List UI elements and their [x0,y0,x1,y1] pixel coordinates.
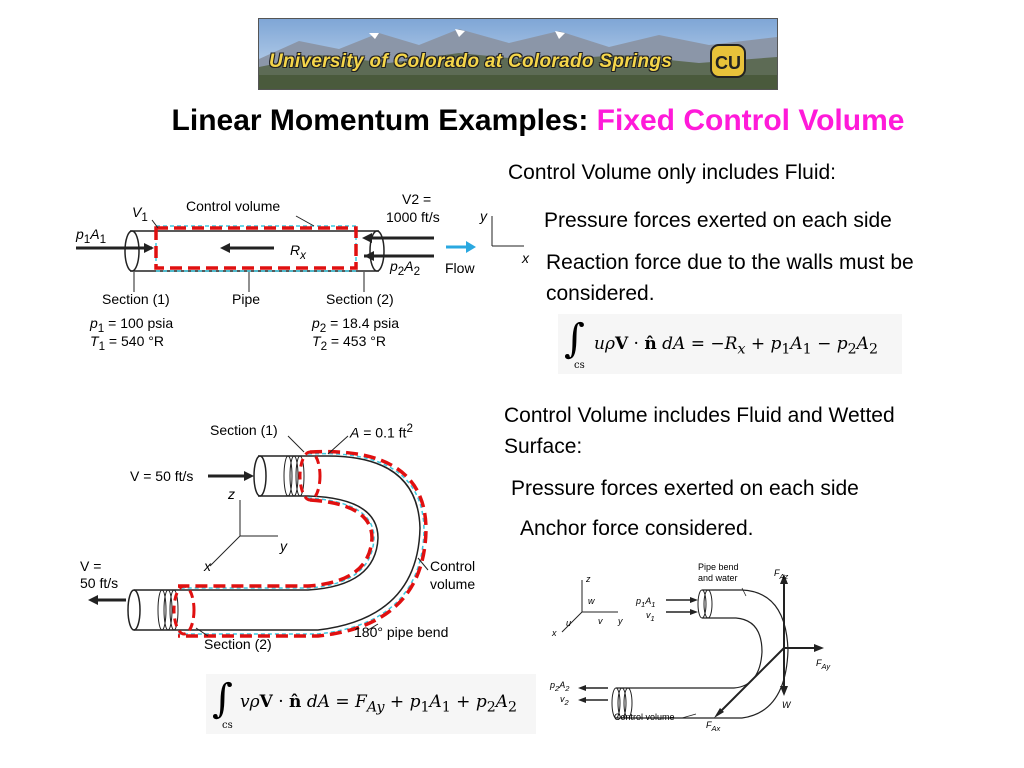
title-accent: Fixed Control Volume [596,104,905,137]
label-p2a2: p2A2 [550,680,570,693]
equation-1: ∫ cs uρV · n̂ dA = −Rx + p1A1 − p2A2 [558,314,902,374]
label-axis-y: y [618,616,623,626]
diagram-pipe-bend: Section (1) A = 0.1 ft2 V = 50 ft/s V = … [78,418,488,658]
label-control-volume: Control volume [186,198,281,214]
integral-symbol: ∫ [212,676,233,722]
label-axis-z: z [586,574,591,584]
section2-heading-line1: Control Volume includes Fluid and Wetted [504,404,895,427]
title-main: Linear Momentum Examples: [171,104,589,137]
university-banner: University of Colorado at Colorado Sprin… [258,18,778,90]
banner-title: University of Colorado at Colorado Sprin… [269,51,673,72]
label-control-volume: Control volume [614,712,675,722]
label-v2-line2: 1000 ft/s [386,209,440,225]
label-section-1: Section (1) [210,422,278,438]
section1-bullet-1: Pressure forces exerted on each side [544,209,892,232]
label-fay: FAy [816,658,831,671]
section2-bullet-1: Pressure forces exerted on each side [511,477,859,500]
label-t2: T2 = 453 °R [312,333,386,353]
label-axis-y: y [280,538,287,554]
equation-2: ∫ cs vρV · n̂ dA = FAy + p1A1 + p2A2 [206,674,536,734]
section2-heading-line2: Surface: [504,435,583,458]
label-v1: v1 [646,610,655,623]
slide-title: Linear Momentum Examples: Fixed Control … [0,104,1024,138]
cu-logo-icon: CU [710,44,746,78]
label-p2a2: p2A2 [390,258,421,278]
diagram-straight-pipe: V1 p1A1 Control volume V2 = 1000 ft/s Rx… [74,186,534,356]
label-w: W [782,700,791,710]
section1-bullet-3: considered. [546,282,655,305]
label-axis-x: x [522,250,529,266]
integral-symbol: ∫ [564,316,585,362]
mountain-landscape-image [259,19,777,89]
free-body-drawing [561,574,824,719]
label-axis-x: x [552,628,557,638]
label-v1: V1 [132,204,148,224]
label-section-2: Section (2) [204,636,272,652]
label-v-in: V = 50 ft/s [130,468,194,484]
section1-heading: Control Volume only includes Fluid: [508,161,837,184]
label-control-line2: volume [430,576,476,592]
label-axis-v: v [598,616,603,626]
label-pipe-bend-line2: and water [698,573,738,583]
label-pipe: Pipe [232,291,261,307]
label-pipe-bend-line1: Pipe bend [698,562,739,572]
label-axis-u: u [566,618,572,628]
label-rx: Rx [290,242,306,262]
label-area: A = 0.1 ft2 [350,422,413,441]
section2-bullet-2: Anchor force considered. [520,517,754,540]
label-axis-w: w [588,596,595,606]
label-v-out-line1: V = [80,558,102,574]
label-axis-z: z [228,486,235,502]
label-v2: v2 [560,694,569,707]
label-faz: FAz [774,568,789,581]
label-v-out-line2: 50 ft/s [80,575,119,591]
label-p1a1: p1A1 [636,596,656,609]
straight-pipe-drawing [76,215,524,292]
equation-2-text: vρV · n̂ dA = FAy + p1A1 + p2A2 [240,692,518,716]
label-fax: FAx [706,720,721,733]
integral-subscript: cs [574,360,585,371]
pipe-bend-drawing [88,435,429,638]
label-t1: T1 = 540 °R [90,333,164,353]
label-section-1: Section (1) [102,291,170,307]
label-v2-line1: V2 = [402,191,432,207]
label-axis-x: x [204,558,211,574]
integral-subscript: cs [222,720,233,731]
cu-logo-text: CU [715,53,741,73]
label-p2: p2 = 18.4 psia [312,315,400,335]
label-p1: p1 = 100 psia [90,315,174,335]
label-section-2: Section (2) [326,291,394,307]
label-pipe-bend: 180° pipe bend [354,624,449,640]
label-p1a1: p1A1 [76,226,107,246]
equation-1-text: uρV · n̂ dA = −Rx + p1A1 − p2A2 [594,334,878,358]
label-axis-y: y [480,208,487,224]
label-flow: Flow [445,260,475,276]
section1-bullet-2: Reaction force due to the walls must be [546,251,914,274]
diagram-free-body: Pipe bend and water FAz FAy W FAx p1A1 v… [546,560,846,738]
label-control-line1: Control [430,558,476,574]
